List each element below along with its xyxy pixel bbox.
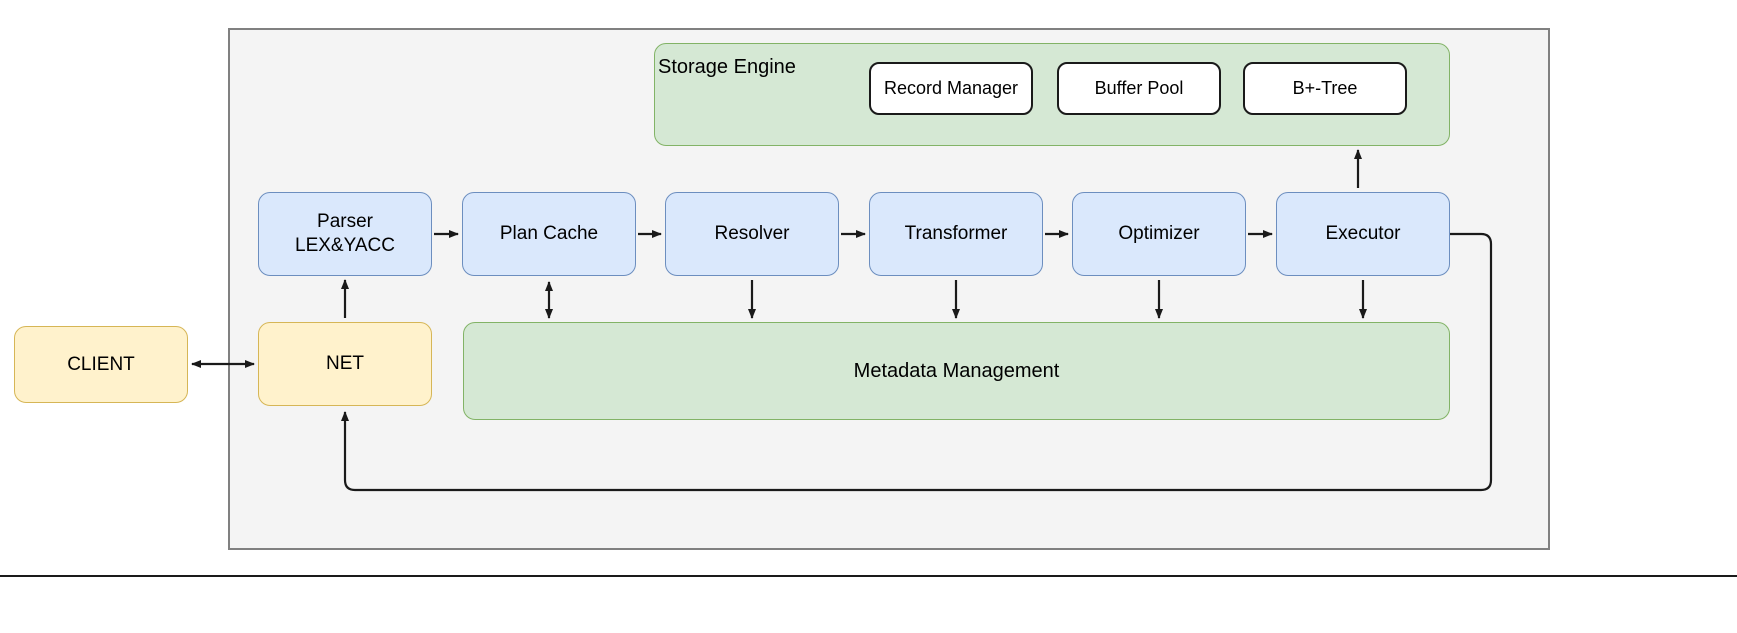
storage-engine-title: Storage Engine (658, 56, 796, 78)
pipeline-stage-executor[interactable]: Executor (1276, 192, 1450, 276)
pipeline-stage-transformer[interactable]: Transformer (869, 192, 1043, 276)
storage-component-b-plus-tree[interactable]: B+-Tree (1243, 62, 1407, 115)
page-bottom-rule (0, 575, 1737, 577)
client-node[interactable]: CLIENT (14, 326, 188, 403)
metadata-management-group: Metadata Management (463, 322, 1450, 420)
pipeline-stage-parser-line2: LEX&YACC (295, 235, 395, 256)
storage-component-record-manager[interactable]: Record Manager (869, 62, 1033, 115)
pipeline-stage-parser[interactable]: Parser LEX&YACC (258, 192, 432, 276)
pipeline-stage-optimizer[interactable]: Optimizer (1072, 192, 1246, 276)
net-node[interactable]: NET (258, 322, 432, 406)
pipeline-stage-resolver[interactable]: Resolver (665, 192, 839, 276)
storage-component-buffer-pool[interactable]: Buffer Pool (1057, 62, 1221, 115)
pipeline-stage-parser-line1: Parser (317, 211, 373, 233)
pipeline-stage-plan-cache[interactable]: Plan Cache (462, 192, 636, 276)
